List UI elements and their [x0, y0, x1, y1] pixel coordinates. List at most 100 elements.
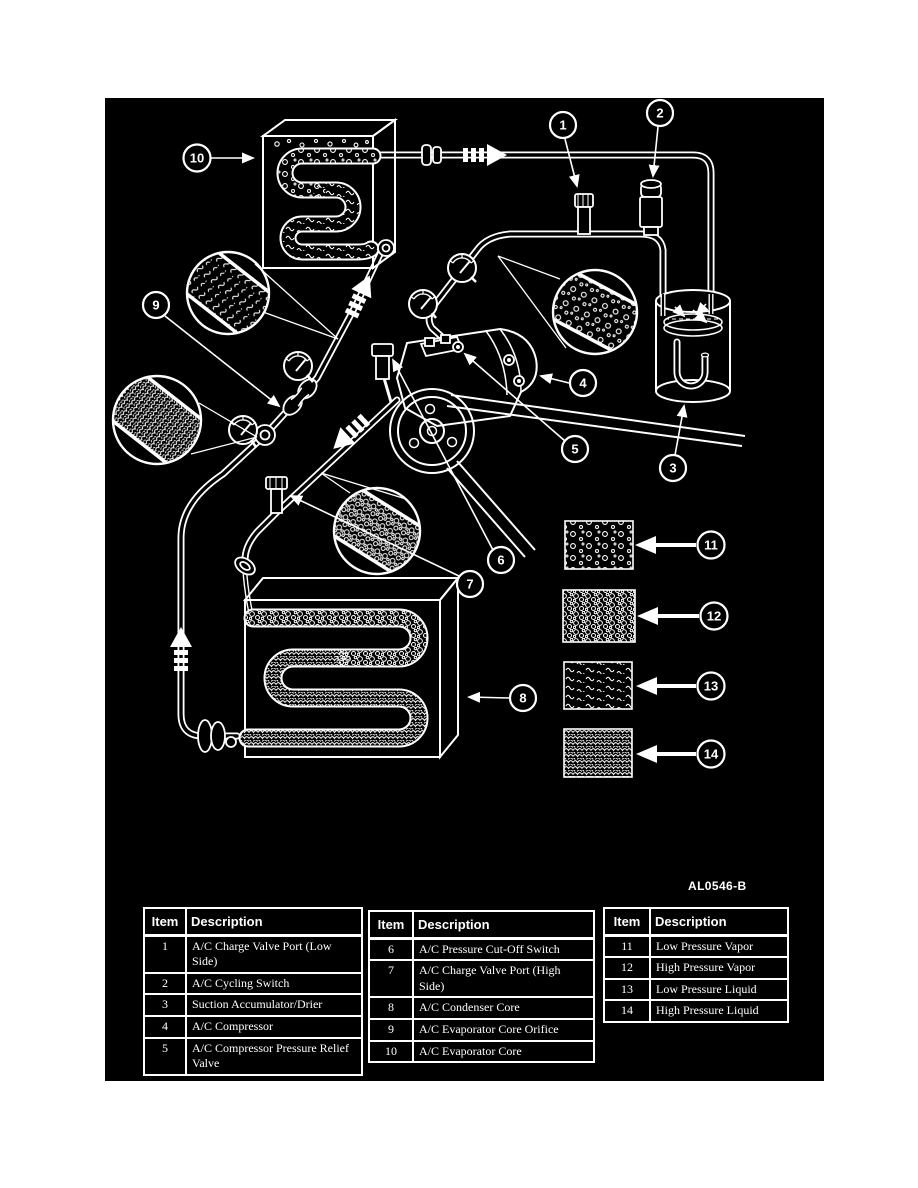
callout-1: 1: [548, 110, 578, 140]
svg-text:10: 10: [190, 151, 204, 166]
description-cell: A/C Cycling Switch: [185, 971, 363, 996]
ac-system-diagram: 1 2 3 4 5 6 7 8 9 10 11 12: [111, 98, 747, 893]
gauge-pointers: [249, 276, 477, 448]
callout-leaders: [164, 126, 688, 703]
legend-table-3: Item Description 11 Low Pressure Vapor 1…: [603, 906, 789, 1023]
callout-10: 10: [182, 143, 212, 173]
description-cell: A/C Compressor Pressure Relief Valve: [185, 1036, 363, 1076]
description-cell: A/C Compressor: [185, 1014, 363, 1039]
compressor-pulley: [389, 388, 475, 474]
svg-text:13: 13: [704, 679, 718, 694]
callout-4: 4: [568, 368, 598, 398]
table-row: 14 High Pressure Liquid: [603, 999, 789, 1023]
table-row: 1 A/C Charge Valve Port (Low Side): [143, 934, 363, 974]
table-row: 9 A/C Evaporator Core Orifice: [368, 1017, 595, 1042]
suction-accumulator-drier: [655, 289, 731, 403]
low-side-charge-valve-port: [574, 193, 594, 235]
svg-text:11: 11: [704, 538, 718, 553]
swatch-low-pressure-vapor: [564, 520, 696, 570]
description-cell: High Pressure Liquid: [649, 999, 789, 1023]
legend-table-1: Item Description 1 A/C Charge Valve Port…: [143, 906, 363, 1076]
evaporator-core: [259, 118, 399, 270]
condenser-outlet-clamp: [197, 719, 237, 753]
callout-6: 6: [486, 545, 516, 575]
figure-code-label: AL0546-B: [688, 879, 747, 893]
drive-belt: [446, 394, 746, 558]
suction-line-coupler: [421, 144, 442, 166]
table-row: 8 A/C Condenser Core: [368, 996, 595, 1020]
table-row: 4 A/C Compressor: [143, 1014, 363, 1039]
callout-7: 7: [455, 569, 485, 599]
pressure-gauge-4: [228, 415, 258, 445]
item-cell: 1: [143, 934, 187, 974]
magnifier-high-pressure-liquid: [111, 374, 258, 466]
table-row: 7 A/C Charge Valve Port (High Side): [368, 959, 595, 999]
item-header: Item: [368, 909, 414, 940]
item-cell: 8: [368, 996, 414, 1020]
magnifier-low-pressure-liquid: [185, 250, 339, 340]
item-cell: 12: [603, 956, 651, 980]
item-cell: 13: [603, 977, 651, 1002]
item-cell: 9: [368, 1017, 414, 1042]
description-cell: Low Pressure Vapor: [649, 934, 789, 959]
callout-14: 14: [696, 739, 726, 769]
callout-3: 3: [658, 453, 688, 483]
flow-arrow-to-condenser: [325, 410, 373, 457]
table-row: 2 A/C Cycling Switch: [143, 971, 363, 996]
liquid-line-union: [254, 424, 276, 446]
condenser-inlet-joint: [234, 556, 256, 576]
svg-text:1: 1: [559, 118, 566, 133]
item-header: Item: [143, 906, 187, 937]
description-cell: A/C Pressure Cut-Off Switch: [412, 937, 595, 962]
table-row: 3 Suction Accumulator/Drier: [143, 993, 363, 1017]
callout-9: 9: [141, 290, 171, 320]
svg-text:9: 9: [152, 298, 159, 313]
description-cell: A/C Evaporator Core Orifice: [412, 1017, 595, 1042]
item-cell: 2: [143, 971, 187, 996]
svg-text:7: 7: [466, 577, 473, 592]
high-side-charge-valve-port: [265, 476, 288, 514]
table-row: 13 Low Pressure Liquid: [603, 977, 789, 1002]
table-row: 10 A/C Evaporator Core: [368, 1039, 595, 1064]
svg-text:6: 6: [497, 553, 504, 568]
table-row: 6 A/C Pressure Cut-Off Switch: [368, 937, 595, 962]
item-cell: 6: [368, 937, 414, 962]
description-cell: A/C Condenser Core: [412, 996, 595, 1020]
svg-text:3: 3: [669, 461, 676, 476]
ac-system-figure: 1 2 3 4 5 6 7 8 9 10 11 12: [105, 98, 824, 1081]
condenser-core: [238, 575, 461, 760]
item-cell: 11: [603, 934, 651, 959]
svg-text:8: 8: [519, 691, 526, 706]
svg-text:5: 5: [571, 442, 578, 457]
description-header: Description: [185, 906, 363, 937]
svg-text:4: 4: [579, 376, 587, 391]
evaporator-top-bubbles: [274, 138, 369, 148]
svg-text:2: 2: [656, 106, 663, 121]
description-cell: A/C Charge Valve Port (Low Side): [185, 934, 363, 974]
pressure-cutoff-switch: [371, 343, 394, 403]
liquid-line-condenser-to-evaporator: [177, 246, 386, 740]
compressor: [371, 327, 746, 558]
item-header: Item: [603, 906, 651, 937]
legend-table-2: Item Description 6 A/C Pressure Cut-Off …: [368, 909, 595, 1064]
item-cell: 14: [603, 999, 651, 1023]
cycling-switch: [639, 179, 663, 236]
item-cell: 10: [368, 1039, 414, 1064]
description-cell: A/C Charge Valve Port (High Side): [412, 959, 595, 999]
callout-12: 12: [699, 601, 729, 631]
suction-line-evap-to-accumulator: [377, 151, 715, 298]
item-cell: 3: [143, 993, 187, 1017]
svg-text:14: 14: [704, 747, 719, 762]
item-cell: 5: [143, 1036, 187, 1076]
description-header: Description: [649, 906, 789, 937]
description-cell: A/C Evaporator Core: [412, 1039, 595, 1064]
callout-5: 5: [560, 434, 590, 464]
swatch-low-pressure-liquid: [563, 661, 696, 710]
swatch-high-pressure-liquid: [563, 728, 696, 778]
table-row: 5 A/C Compressor Pressure Relief Valve: [143, 1036, 363, 1076]
magnifier-low-pressure-vapor: [497, 255, 639, 356]
callout-8: 8: [508, 683, 538, 713]
callout-13: 13: [696, 671, 726, 701]
description-cell: High Pressure Vapor: [649, 956, 789, 980]
